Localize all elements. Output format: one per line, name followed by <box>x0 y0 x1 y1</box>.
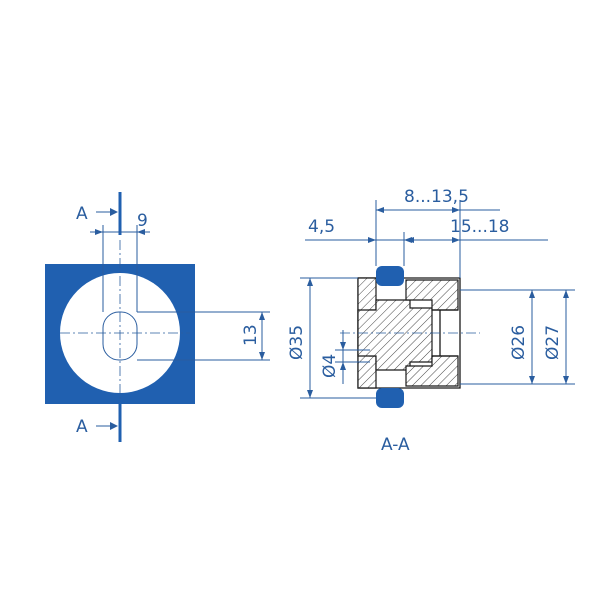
o-ring-top <box>376 266 404 286</box>
dim-depth-range: 15...18 <box>450 217 509 237</box>
dim-offset: 4,5 <box>308 217 335 237</box>
section-sleeve-top <box>405 279 459 311</box>
section-marker-bottom: A <box>76 417 88 437</box>
front-view: A A 9 13 <box>45 192 270 442</box>
dim-slot-width: 9 <box>137 211 148 231</box>
dim-inner-diameter-26: Ø26 <box>509 325 529 360</box>
dim-outer-diameter: Ø35 <box>287 325 307 360</box>
dim-slot-height: 13 <box>241 324 261 346</box>
dim-length-range: 8...13,5 <box>404 187 469 207</box>
dim-inner-diameter-27: Ø27 <box>543 325 563 360</box>
o-ring-bottom <box>376 388 404 408</box>
dim-pin-diameter: Ø4 <box>320 354 340 378</box>
section-view: 8...13,5 4,5 15...18 Ø35 Ø4 Ø26 <box>287 187 575 455</box>
section-label: A-A <box>381 435 410 455</box>
section-marker-top: A <box>76 204 88 224</box>
